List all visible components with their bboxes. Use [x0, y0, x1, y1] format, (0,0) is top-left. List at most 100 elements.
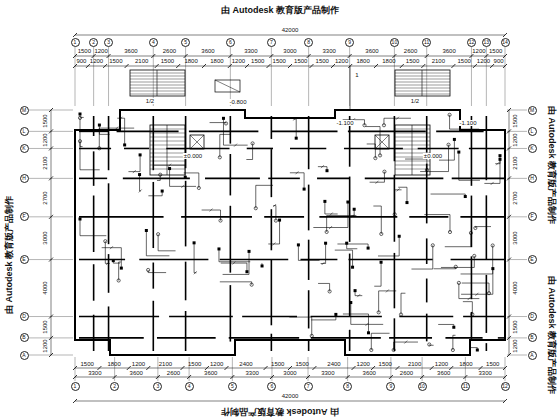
- wall: [389, 337, 432, 339]
- lamp-symbol: [219, 219, 222, 222]
- dim-tick: [187, 375, 191, 379]
- lamp-symbol: [392, 348, 395, 351]
- axis-bubble: A: [528, 351, 537, 360]
- circuit-wire: [99, 128, 134, 148]
- dim-tick: [507, 215, 511, 219]
- pit-box: [215, 80, 240, 92]
- stair-tread: [150, 153, 185, 154]
- wall: [463, 316, 505, 318]
- dimension-text: 2100: [159, 361, 172, 367]
- dimension-text: 1500: [81, 361, 94, 367]
- axis-bubble: 3: [104, 38, 113, 47]
- outlet-symbol: [120, 267, 123, 270]
- lamp-symbol: [98, 147, 101, 150]
- lamp-symbol: [380, 232, 383, 235]
- outlet-symbol: [457, 151, 460, 154]
- dimension-text: 1800: [184, 58, 197, 64]
- axis-bubble: 8: [343, 382, 352, 391]
- lamp-symbol: [448, 230, 451, 233]
- extension-line: [507, 355, 527, 356]
- lamp-symbol: [399, 313, 402, 316]
- dim-tick: [348, 64, 352, 68]
- dimension-text: 3600: [130, 370, 143, 376]
- wall: [349, 330, 351, 351]
- stair-tread: [150, 133, 185, 134]
- wall: [311, 337, 381, 339]
- axis-number: 10: [419, 384, 425, 389]
- stair-tread: [130, 88, 185, 89]
- axis-number: D: [530, 314, 534, 319]
- circuit-wire: [289, 317, 311, 336]
- circuit-wire: [475, 227, 491, 228]
- dimension-text: 1200: [435, 361, 448, 367]
- extension-line: [507, 337, 527, 338]
- dim-tick: [245, 64, 249, 68]
- axis-bubble: 6: [267, 382, 276, 391]
- outlet-symbol: [351, 266, 354, 269]
- axis-bubble: 5: [228, 382, 237, 391]
- wall: [152, 301, 154, 351]
- axis-bubble: 4: [149, 38, 158, 47]
- axis-bubble: F: [528, 212, 537, 221]
- circuit-wire: [105, 241, 109, 263]
- wall: [436, 131, 483, 133]
- axis-number: D: [22, 314, 26, 319]
- dim-tick: [503, 399, 507, 403]
- axis-bubble: 13: [482, 38, 491, 47]
- wall: [169, 316, 233, 318]
- dimension-text: 2400: [239, 361, 252, 367]
- outlet-symbol: [248, 250, 251, 253]
- dim-tick: [503, 54, 507, 58]
- axis-number: 5: [184, 40, 187, 45]
- dimension-text: 1200: [512, 133, 518, 146]
- wall: [124, 148, 149, 150]
- wall: [79, 178, 107, 180]
- stair-tread: [130, 73, 185, 74]
- outlet-symbol: [452, 326, 455, 329]
- dimension-text: 1500: [42, 321, 48, 334]
- wall: [486, 343, 488, 351]
- wall: [242, 316, 297, 318]
- dim-tick: [202, 64, 206, 68]
- axis-bubble: 12: [467, 38, 476, 47]
- outlet-symbol: [222, 117, 225, 120]
- dimension-text: 2400: [327, 361, 340, 367]
- dimension-text: 4000: [42, 281, 48, 294]
- wall: [271, 260, 273, 325]
- wire-tick: [295, 171, 298, 174]
- wall: [108, 306, 110, 351]
- circuit-wire: [459, 152, 480, 180]
- wall: [93, 315, 95, 351]
- wire-tick: [396, 117, 399, 120]
- outlet-symbol: [139, 153, 142, 156]
- axis-bubble: K: [528, 144, 537, 153]
- lamp-symbol: [393, 213, 396, 216]
- circuit-wire: [441, 256, 474, 268]
- wall: [486, 195, 488, 259]
- wall: [460, 216, 505, 218]
- lamp-symbol: [78, 116, 81, 119]
- dim-tick: [146, 366, 150, 370]
- axis-number: K: [530, 146, 533, 151]
- dimension-text: 1800: [107, 361, 120, 367]
- wire-tick: [475, 293, 478, 296]
- lamp-symbol: [328, 290, 331, 293]
- circuit-wire: [158, 234, 175, 251]
- outlet-symbol: [145, 229, 148, 232]
- wall: [264, 216, 304, 218]
- lamp-symbol: [78, 140, 81, 143]
- stair-tread: [395, 94, 450, 95]
- axis-bubble: 1: [71, 38, 80, 47]
- dimension-text: 2100: [432, 58, 445, 64]
- wire-tick: [329, 226, 332, 229]
- dimension-line: [75, 377, 505, 378]
- axis-number: 8: [346, 384, 349, 389]
- dimension-text: 900: [76, 58, 86, 64]
- circuit-wire: [246, 143, 252, 159]
- outlet-symbol: [303, 188, 306, 191]
- circuit-wire: [411, 245, 432, 269]
- dimension-text: 3300: [88, 370, 101, 376]
- lamp-symbol: [157, 233, 160, 236]
- outlet-symbol: [367, 331, 370, 334]
